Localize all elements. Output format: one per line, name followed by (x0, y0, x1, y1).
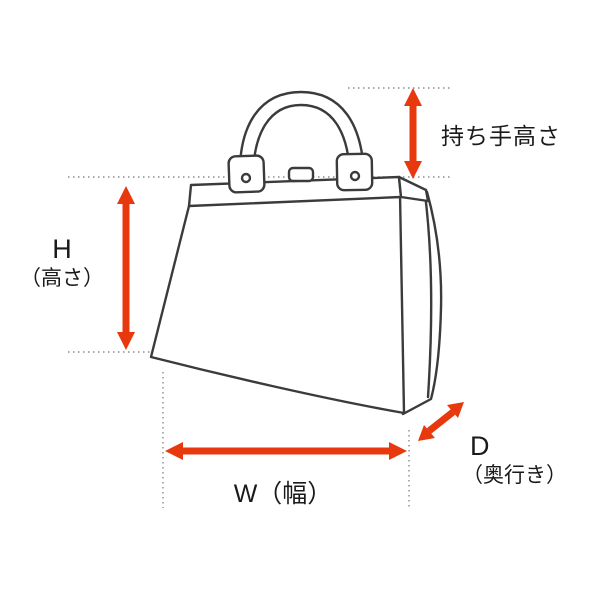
label-height-caption: （高さ） (20, 267, 104, 291)
height-arrow-head-down (117, 332, 135, 350)
bag-frame-side (397, 175, 430, 203)
bag-rivet-right (349, 170, 361, 182)
depth-arrow-shaft (426, 409, 456, 434)
bag-side-panel (397, 176, 443, 416)
bag-gusset-fold (423, 192, 433, 399)
height-arrow-head-up (117, 186, 135, 204)
bag-front-panel (149, 192, 406, 415)
handle-height-arrow-head-down (404, 161, 422, 179)
height-arrow (117, 186, 135, 350)
label-height: H （高さ） (14, 233, 110, 293)
label-depth-letter: D (470, 431, 490, 461)
depth-arrow-head-near (418, 425, 435, 441)
handbag-drawing (149, 90, 443, 416)
label-height-letter: H (52, 234, 72, 264)
depth-arrow (418, 402, 464, 441)
label-depth: D （奥行き） (462, 430, 567, 490)
width-arrow-head-left (165, 442, 183, 460)
label-width: W（幅） (233, 480, 333, 508)
width-arrow (165, 442, 407, 460)
handle-height-arrow (404, 88, 422, 179)
depth-arrow-head-far (447, 402, 464, 418)
bag-rivet-left (240, 172, 252, 184)
label-handle-height: 持ち手高さ (441, 123, 561, 149)
handle-height-arrow-head-up (404, 88, 422, 106)
label-depth-caption: （奥行き） (462, 464, 567, 488)
width-arrow-head-right (389, 442, 407, 460)
bag-clasp (287, 166, 315, 183)
